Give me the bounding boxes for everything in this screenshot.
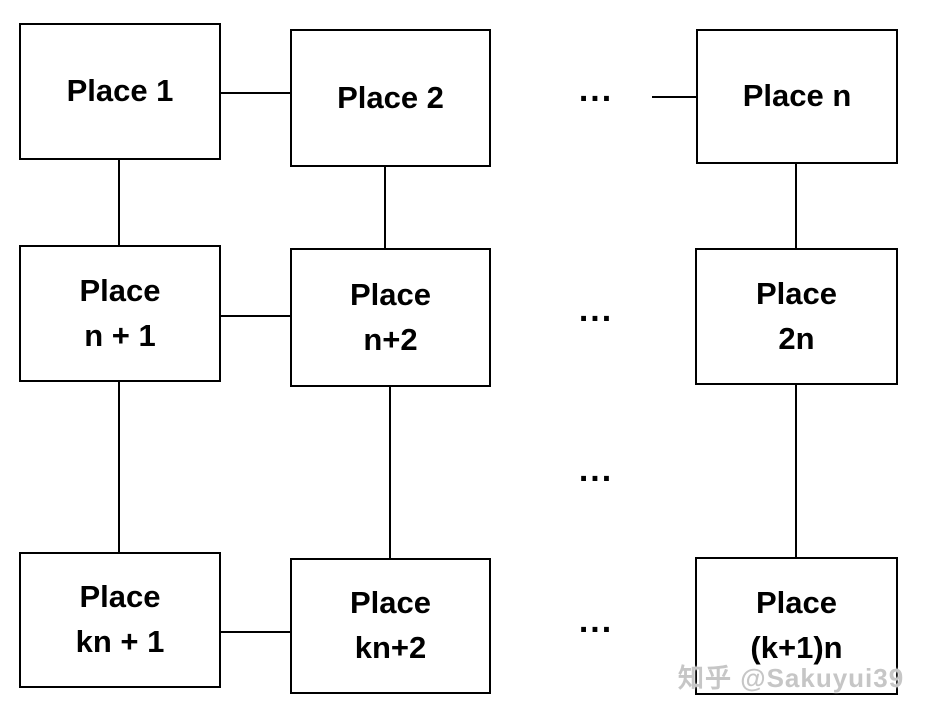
edge-placen1-placekn1 xyxy=(118,382,120,552)
place-kn-plus-2-box: Place kn+2 xyxy=(290,558,491,694)
edge-place2-placen2 xyxy=(384,167,386,248)
ellipsis-row2: ... xyxy=(578,291,614,329)
edge-placekn1-placekn2 xyxy=(221,631,290,633)
edge-placen1-placen2 xyxy=(221,315,290,317)
ellipsis-row3: ... xyxy=(578,602,614,640)
edge-place1-placen1 xyxy=(118,160,120,245)
ellipsis-middle: ... xyxy=(578,451,614,489)
place-n-plus-1-box: Place n + 1 xyxy=(19,245,221,382)
ellipsis-row1: ... xyxy=(578,71,614,109)
watermark-text: 知乎 @Sakuyui39 xyxy=(678,663,905,693)
place-2-box: Place 2 xyxy=(290,29,491,167)
edge-ellipsis-placen xyxy=(652,96,696,98)
place-k-plus-1-n-box: Place (k+1)n xyxy=(695,557,898,695)
place-1-box: Place 1 xyxy=(19,23,221,160)
edge-place1-place2 xyxy=(221,92,290,94)
place-n-plus-2-box: Place n+2 xyxy=(290,248,491,387)
place-2n-box: Place 2n xyxy=(695,248,898,385)
place-n-box: Place n xyxy=(696,29,898,164)
edge-placen-place2n xyxy=(795,164,797,248)
place-kn-plus-1-box: Place kn + 1 xyxy=(19,552,221,688)
edge-place2n-placek1n xyxy=(795,385,797,557)
edge-placen2-placekn2 xyxy=(389,387,391,558)
